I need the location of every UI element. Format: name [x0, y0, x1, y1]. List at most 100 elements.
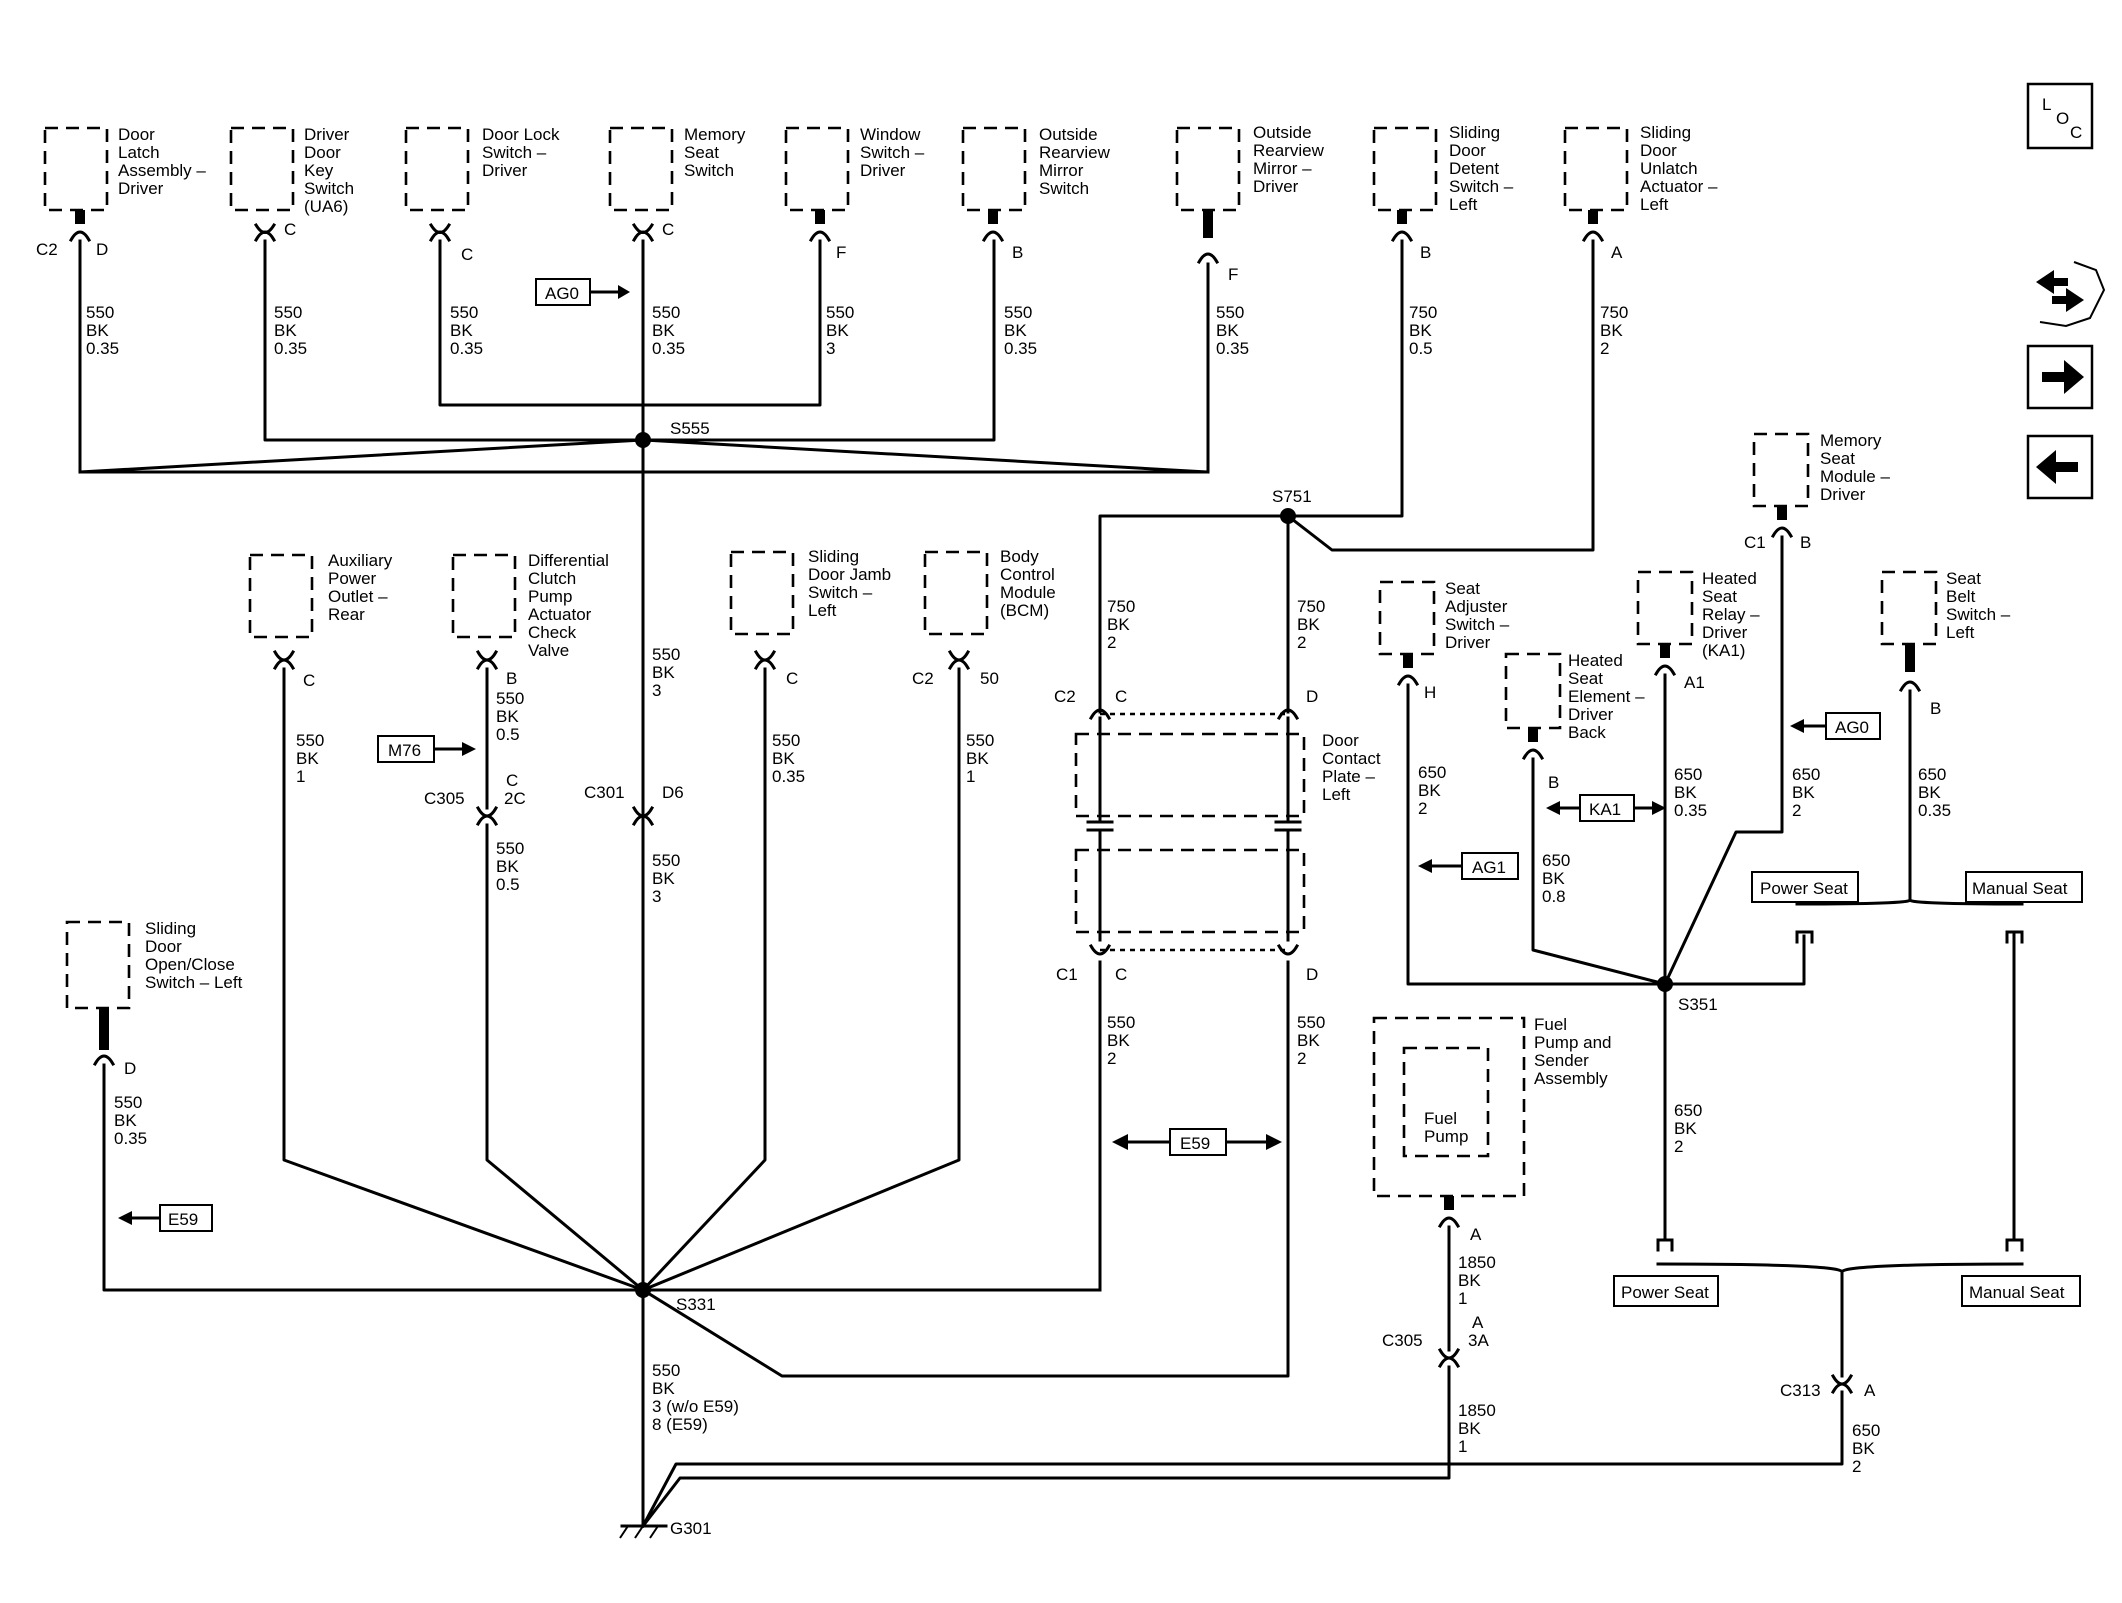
- svg-text:Power Seat: Power Seat: [1760, 879, 1848, 898]
- svg-text:B: B: [506, 669, 517, 688]
- arrow-right-icon: [2042, 360, 2084, 394]
- s751-label: S751: [1272, 487, 1312, 506]
- svg-text:C: C: [1115, 965, 1127, 984]
- outside-mirror-switch-box: [961, 126, 1027, 212]
- arrow-left-icon: [2036, 450, 2078, 484]
- svg-text:O: O: [2056, 109, 2069, 128]
- s331-label: S331: [676, 1295, 716, 1314]
- middle-connectors: [92, 649, 971, 1067]
- svg-text:D6: D6: [662, 783, 684, 802]
- svg-text:Power Seat: Power Seat: [1621, 1283, 1709, 1302]
- ag0-option-top: AG0: [535, 278, 630, 306]
- ground-g301: G301: [619, 1390, 1844, 1539]
- ag0-option-right: AG0: [1790, 712, 1881, 740]
- svg-text:B: B: [1930, 699, 1941, 718]
- window-switch-driver-box: [784, 126, 850, 212]
- svg-text:C305: C305: [1382, 1331, 1423, 1350]
- ag1-option: AG1: [1418, 852, 1519, 880]
- driver-door-key-switch-box: [229, 126, 295, 212]
- door-lock-switch-driver-box: [404, 126, 470, 212]
- svg-text:B: B: [1800, 533, 1811, 552]
- svg-text:C: C: [303, 671, 315, 690]
- svg-text:3A: 3A: [1468, 1331, 1489, 1350]
- door-latch-driver-box: [43, 126, 109, 212]
- component-locator-icon[interactable]: [2036, 261, 2106, 328]
- sliding-door-detent-switch-box: [1372, 126, 1438, 212]
- svg-text:KA1: KA1: [1589, 800, 1621, 819]
- svg-text:C: C: [2070, 123, 2082, 142]
- loc-button[interactable]: L O C: [2026, 82, 2094, 150]
- memory-seat-switch-box: [608, 126, 674, 212]
- m76-option: M76: [377, 735, 476, 763]
- svg-text:2C: 2C: [504, 789, 526, 808]
- svg-text:F: F: [1228, 265, 1238, 284]
- previous-page-button[interactable]: [2026, 434, 2094, 500]
- svg-text:Manual Seat: Manual Seat: [1969, 1283, 2065, 1302]
- svg-text:C: C: [1115, 687, 1127, 706]
- svg-text:C: C: [284, 220, 296, 239]
- s351-label: S351: [1678, 995, 1718, 1014]
- svg-text:C313: C313: [1780, 1381, 1821, 1400]
- s351-wires: [1406, 535, 2024, 1395]
- e59-option-center: E59: [1112, 1128, 1282, 1156]
- svg-text:AG1: AG1: [1472, 858, 1506, 877]
- svg-text:C2: C2: [912, 669, 934, 688]
- s331-splice: [635, 1282, 651, 1298]
- svg-text:C305: C305: [424, 789, 465, 808]
- s351-splice: [1657, 976, 1673, 992]
- top-connectors: [68, 210, 1605, 265]
- svg-text:C2: C2: [1054, 687, 1076, 706]
- s555-splice: [635, 432, 651, 448]
- svg-text:Manual Seat: Manual Seat: [1972, 879, 2068, 898]
- s555-wires: [78, 239, 1210, 1292]
- next-page-button[interactable]: [2026, 344, 2094, 410]
- svg-text:L: L: [2042, 95, 2051, 114]
- outside-mirror-driver-box: [1175, 126, 1241, 212]
- svg-text:C: C: [662, 220, 674, 239]
